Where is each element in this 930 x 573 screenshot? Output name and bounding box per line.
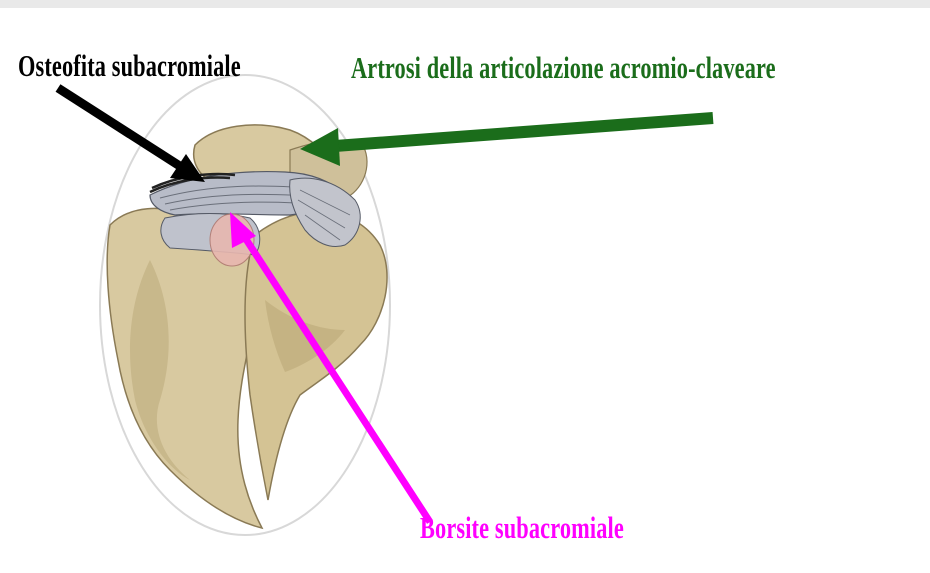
arrow-osteofita	[58, 88, 205, 182]
label-artrosi-acromio-claveare: Artrosi della articolazione acromio-clav…	[351, 50, 776, 86]
label-osteofita-subacromiale: Osteofita subacromiale	[18, 48, 241, 84]
label-borsite-subacromiale: Borsite subacromiale	[420, 510, 624, 546]
